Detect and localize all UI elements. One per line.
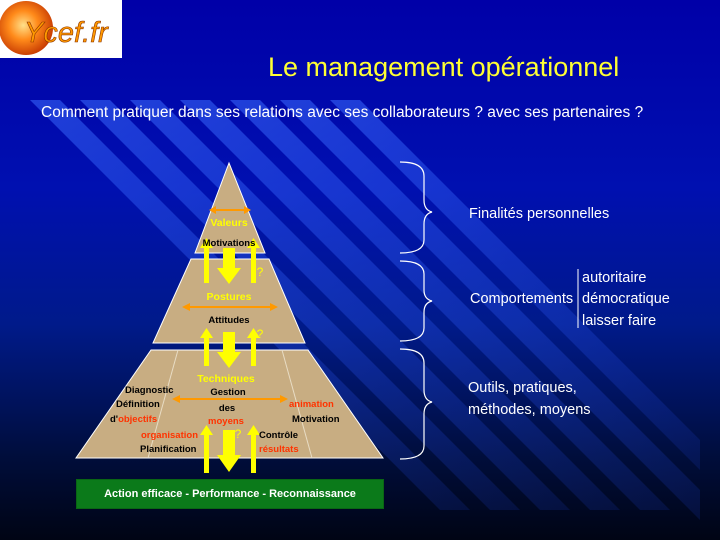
label-definition: Définition [116,399,160,410]
page-title: Le management opérationnel [268,52,620,82]
banner-action-efficace: Action efficace - Performance - Reconnai… [76,479,384,509]
up-arrow-left-1 [200,238,213,283]
stripe-2 [80,100,520,510]
brace-top [399,161,433,254]
divider-left [147,349,179,459]
question-mark-2: ? [257,327,264,341]
label-d-objectifs: d'objectifs [110,414,157,425]
label-controle: Contrôle [259,430,298,441]
stripe-5 [230,100,670,510]
logo-text: Ycef.fr [24,17,109,49]
style-laisser-faire: laisser faire [582,313,657,329]
up-arrow-left-2 [200,328,213,366]
label-moyens: moyens [208,416,244,427]
label-motivation: Motivation [292,414,340,425]
brace-middle [399,260,433,342]
double-arrow-bottom [172,395,288,403]
down-arrow-center-3 [217,430,241,472]
divider-right [281,349,313,459]
question-mark-3: ? [235,427,242,441]
style-democratique: démocratique [582,291,670,307]
subtitle: Comment pratiquer dans ses relations ave… [41,104,644,121]
label-attitudes: Attitudes [208,315,249,326]
stripe-7 [330,100,700,470]
up-arrow-right-2 [247,328,260,366]
label-objectifs: objectifs [118,414,157,425]
label-techniques: Techniques [197,373,255,385]
label-motivations: Motivations [203,238,256,249]
text-finalites: Finalités personnelles [469,206,610,222]
label-planification: Planification [140,444,197,455]
text-outils: Outils, pratiques, [468,380,577,396]
up-arrow-left-3 [200,425,213,473]
label-postures: Postures [207,291,252,303]
label-organisation: organisation [141,430,198,441]
style-autoritaire: autoritaire [582,270,647,286]
question-mark-1: ? [257,265,264,279]
sun-logo-icon: Ycef.fr [0,1,109,55]
text-methodes: méthodes, moyens [468,402,591,418]
label-des: des [219,403,235,414]
down-arrow-center-1 [217,248,241,284]
logo: Ycef.fr [0,0,122,58]
pyramid-tier-middle [152,258,306,344]
brace-bottom [399,348,433,460]
label-gestion: Gestion [210,387,246,398]
down-arrow-center-2 [217,332,241,368]
up-arrow-right-1 [247,238,260,283]
label-diagnostic: Diagnostic [125,385,174,396]
stripe-6 [280,100,700,520]
text-comportements: Comportements [470,291,574,307]
label-d-prefix: d' [110,414,118,425]
label-animation: animation [289,399,334,410]
stripe-4 [180,100,620,510]
banner-text: Action efficace - Performance - Reconnai… [104,488,356,500]
double-arrow-top [209,206,251,214]
label-valeurs: Valeurs [210,217,248,229]
double-arrow-middle [182,303,278,311]
label-resultats: résultats [259,444,299,455]
up-arrow-right-3 [247,425,260,473]
